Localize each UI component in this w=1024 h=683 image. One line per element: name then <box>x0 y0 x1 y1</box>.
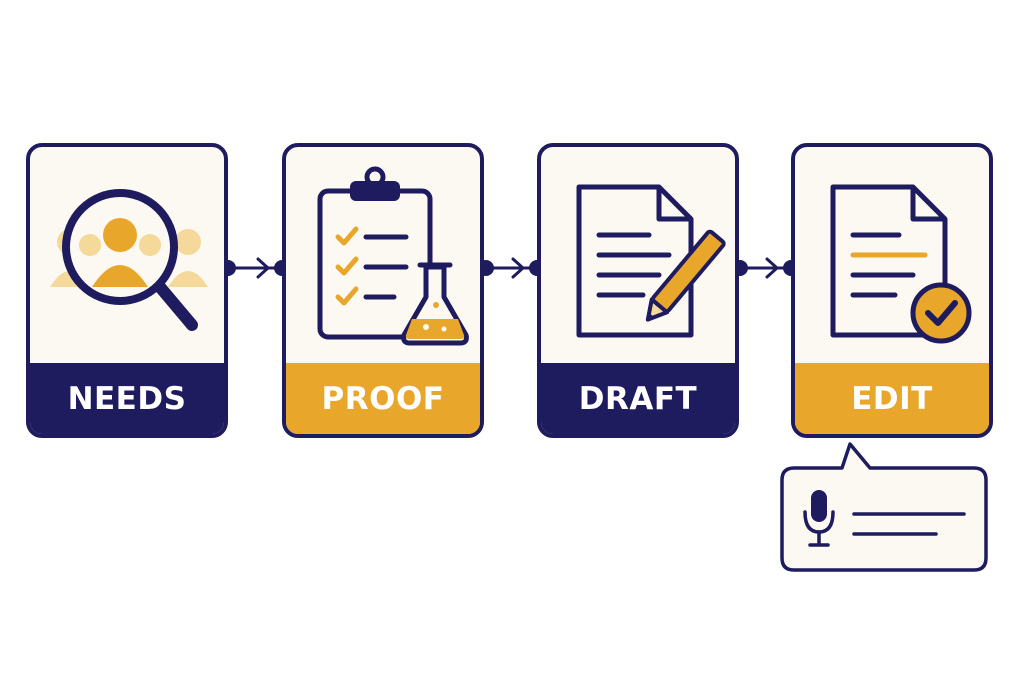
connector-proof-draft <box>478 257 545 279</box>
step-card-edit: EDIT <box>791 143 993 438</box>
step-label: EDIT <box>795 363 989 434</box>
document-checkmark-icon <box>830 184 972 344</box>
microphone-icon <box>803 490 835 547</box>
step-label: DRAFT <box>541 363 735 434</box>
step-card-needs: NEEDS <box>26 143 228 438</box>
step-label: NEEDS <box>30 363 224 434</box>
step-card-proof: PROOF <box>282 143 484 438</box>
connector-draft-edit <box>732 257 799 279</box>
step-label: PROOF <box>286 363 480 434</box>
step-card-draft: DRAFT <box>537 143 739 438</box>
document-pencil-icon <box>576 184 726 338</box>
clipboard-flask-icon <box>317 166 469 346</box>
comment-bubble <box>780 442 988 572</box>
magnifier-users-icon <box>50 189 208 331</box>
connector-needs-proof <box>220 257 290 279</box>
